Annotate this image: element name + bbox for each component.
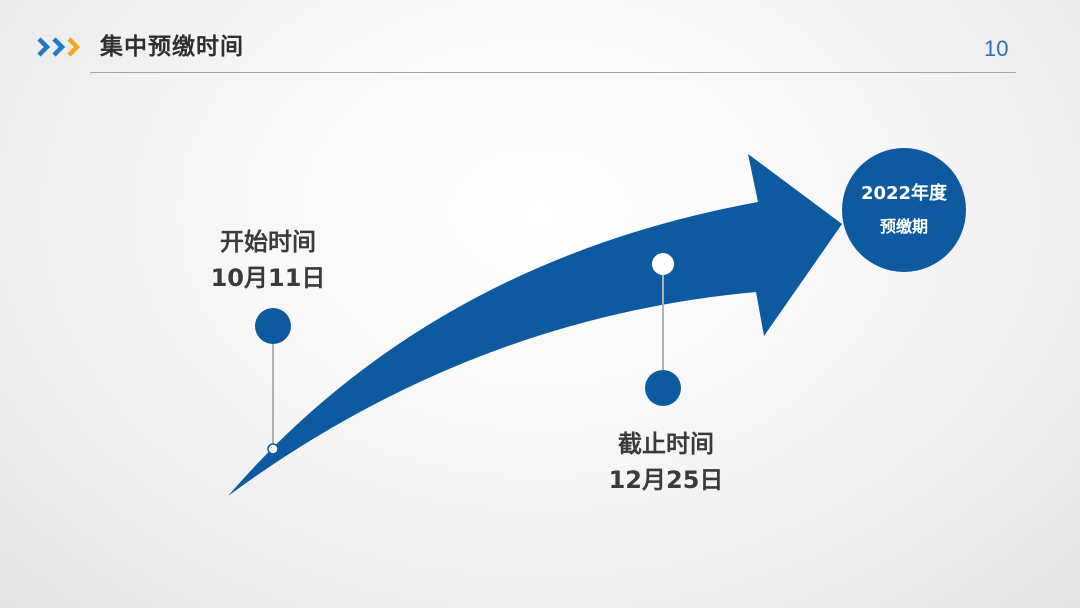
page-number: 10 (984, 36, 1009, 61)
header-divider (90, 72, 1016, 73)
start-time-label: 开始时间 10月11日 (188, 224, 348, 296)
end-time-title: 截止时间 (618, 430, 714, 458)
end-time-date: 12月25日 (608, 466, 724, 494)
end-marker-dot (645, 370, 681, 406)
start-time-date: 10月11日 (210, 264, 326, 292)
end-anchor-dot (652, 253, 674, 275)
slide-header: 集中预缴时间 10 (0, 0, 1080, 80)
start-anchor-dot (267, 443, 279, 455)
target-period-name: 预缴期 (879, 217, 928, 236)
chevron-1 (37, 37, 51, 57)
end-time-label: 截止时间 12月25日 (586, 426, 746, 498)
target-circle (842, 148, 966, 272)
target-year: 2022年度 (860, 183, 948, 204)
page-title: 集中预缴时间 (100, 34, 244, 60)
start-time-title: 开始时间 (220, 228, 316, 256)
triple-chevron-right-icon (37, 37, 81, 57)
target-period-label: 2022年度 预缴期 (842, 148, 966, 272)
chevron-2 (52, 37, 66, 57)
start-marker-dot (255, 308, 291, 344)
chevron-3 (67, 37, 81, 57)
curved-arrow (228, 154, 842, 496)
